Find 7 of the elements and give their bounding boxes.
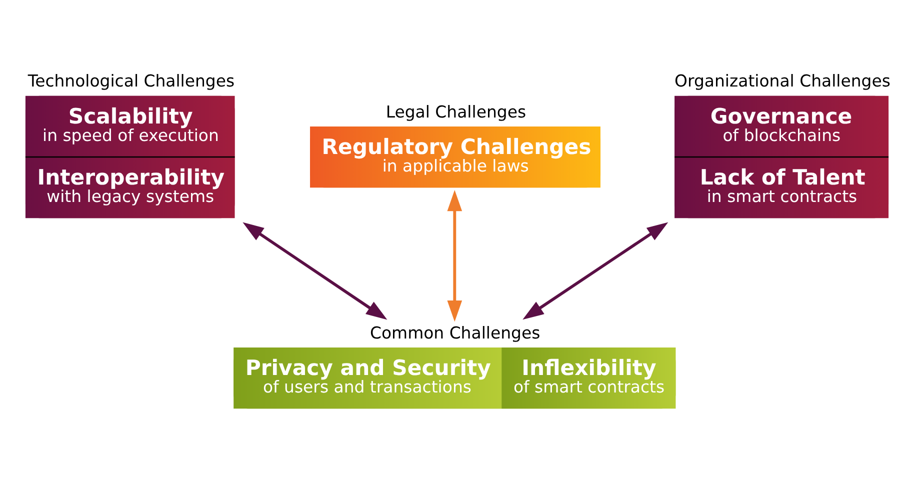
node-label: Common Challenges bbox=[369, 322, 540, 342]
node-label: Technological Challenges bbox=[27, 71, 234, 90]
node-label: Legal Challenges bbox=[385, 102, 526, 121]
arrow bbox=[522, 222, 668, 320]
node-label: Organizational Challenges bbox=[674, 71, 890, 90]
arrow bbox=[446, 189, 462, 322]
arrow bbox=[242, 222, 387, 320]
